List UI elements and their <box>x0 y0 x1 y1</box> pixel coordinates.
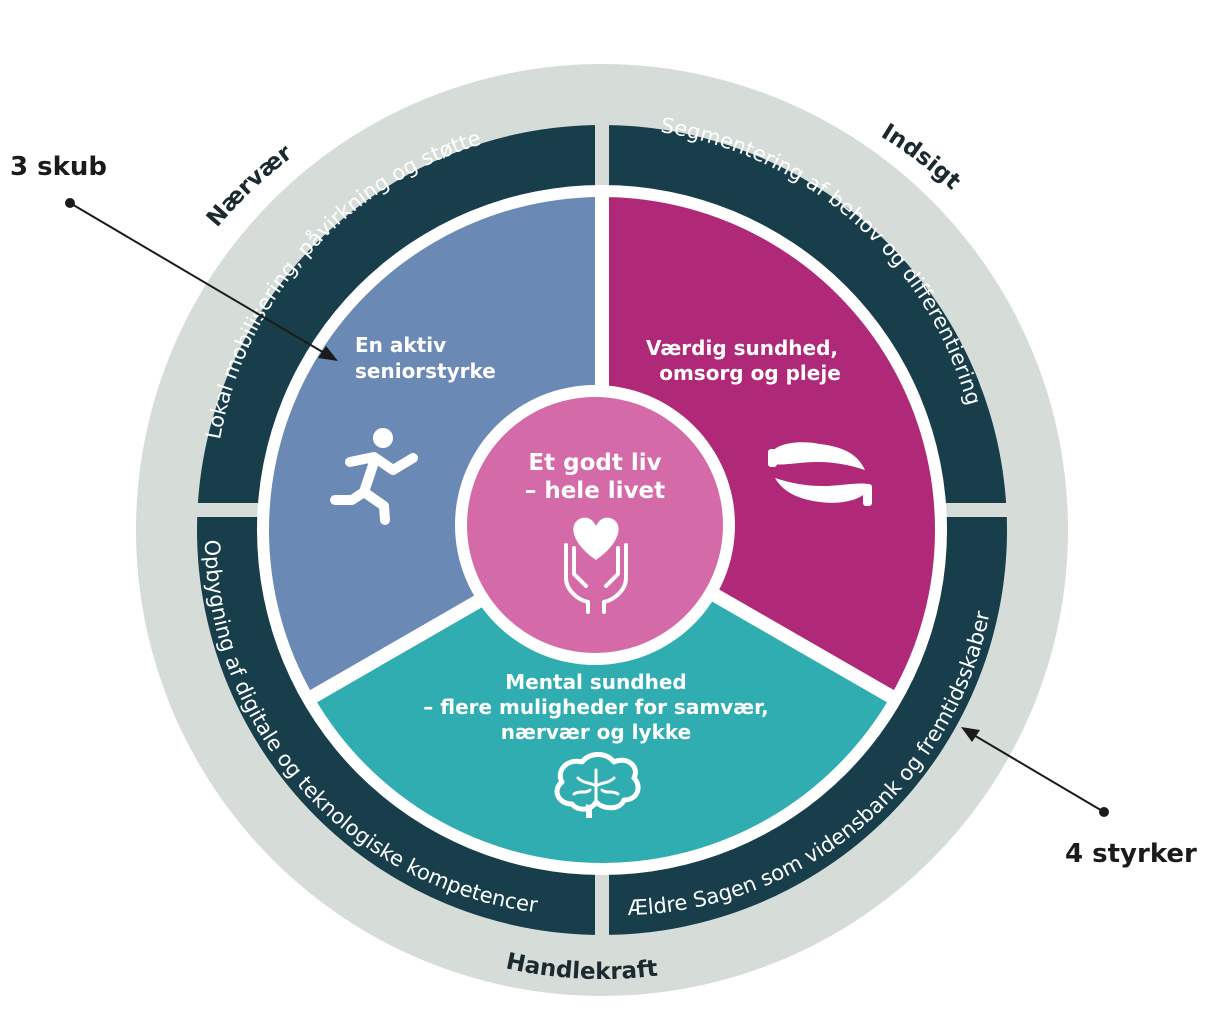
segment-teal-line2: – flere muligheder for samvær, <box>423 695 768 719</box>
core-title-line1: Et godt liv <box>528 450 661 476</box>
segment-magenta-line2: omsorg og pleje <box>659 361 841 385</box>
annotation-4-styrker: 4 styrker <box>1065 839 1197 869</box>
segment-teal-line3: nærvær og lykke <box>501 720 691 744</box>
brain-icon <box>554 752 641 818</box>
caring-hands-icon <box>768 442 872 506</box>
core-title-line2: – hele livet <box>525 478 665 504</box>
annotation-left-arrowhead <box>318 346 338 361</box>
annotation-right-pointer <box>971 733 1105 813</box>
segment-blue-line1: En aktiv <box>355 333 446 357</box>
annotation-left-pointer <box>69 202 327 355</box>
annotation-right-arrowhead <box>961 727 980 742</box>
annotation-3-skub: 3 skub <box>10 152 107 182</box>
running-person-icon <box>330 428 418 525</box>
heart-in-hands-icon <box>564 517 628 614</box>
segment-blue-line2: seniorstyrke <box>355 359 496 383</box>
segment-teal-line1: Mental sundhed <box>505 670 686 694</box>
segment-magenta-line1: Værdig sundhed, <box>646 336 838 360</box>
